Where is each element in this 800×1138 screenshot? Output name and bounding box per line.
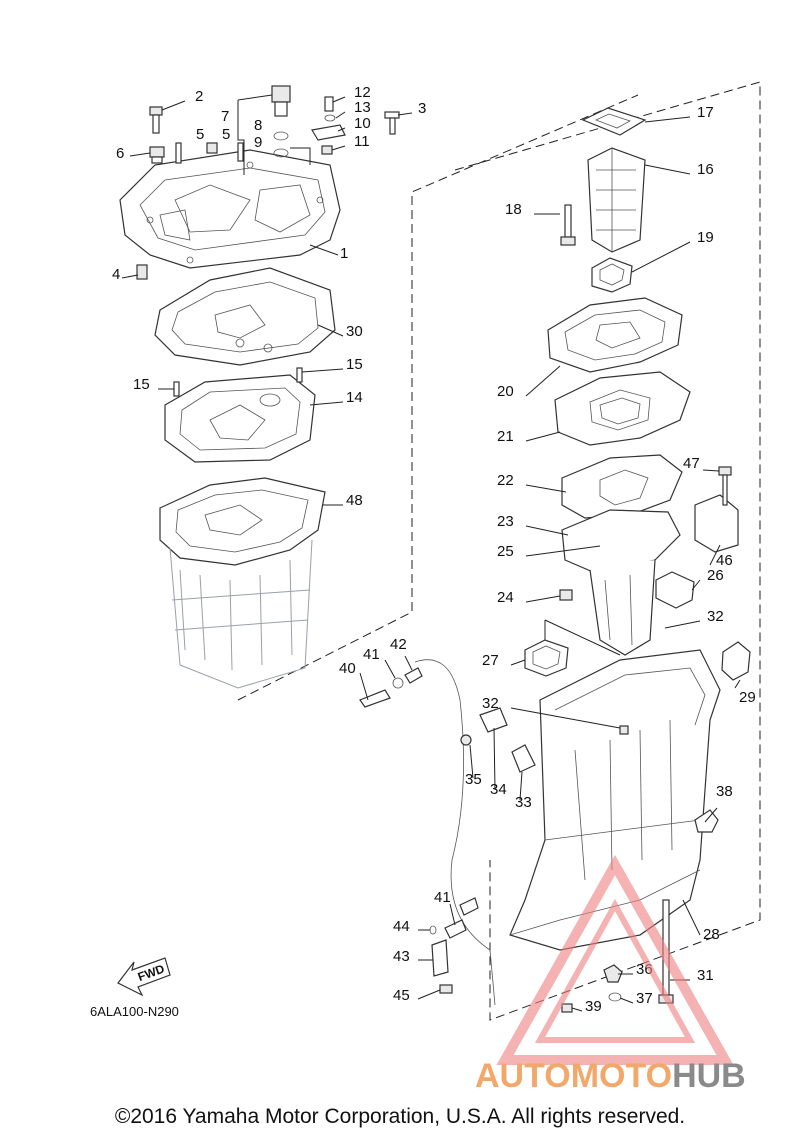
- callout-8: 8: [254, 117, 262, 134]
- callout-33: 33: [515, 794, 532, 811]
- part-30-gasket: [154, 267, 336, 366]
- callout-20: 20: [497, 383, 514, 400]
- callout-15: 15: [346, 356, 363, 373]
- callout-12: 12: [354, 84, 371, 101]
- callout-22: 22: [497, 472, 514, 489]
- part-21-gasket: [554, 371, 691, 446]
- part-48-gasket: [159, 477, 326, 566]
- callout-35: 35: [465, 771, 482, 788]
- callout-27: 27: [482, 652, 499, 669]
- part-29-grommet: [721, 641, 751, 681]
- callout-41: 41: [434, 889, 451, 906]
- callout-34: 34: [490, 781, 507, 798]
- callout-48: 48: [346, 492, 363, 509]
- part-26-damper: [655, 571, 695, 609]
- callout-43: 43: [393, 948, 410, 965]
- callout-46: 46: [716, 552, 733, 569]
- callout-14: 14: [346, 389, 363, 406]
- callout-16: 16: [697, 161, 714, 178]
- callout-11: 11: [354, 133, 370, 150]
- fwd-arrow-icon: FWD: [117, 957, 171, 997]
- part-27-seal: [524, 639, 569, 677]
- small-parts-top-left: [136, 85, 400, 280]
- callout-37: 37: [636, 990, 653, 1007]
- part-20-gasket: [547, 297, 683, 373]
- callout-5: 5: [222, 126, 230, 143]
- callout-29: 29: [739, 689, 756, 706]
- automotohub-watermark: [496, 854, 734, 1065]
- part-16-intake: [587, 147, 646, 253]
- callout-32: 32: [482, 695, 499, 712]
- callout-40: 40: [339, 660, 356, 677]
- part-14-plate: [164, 367, 316, 463]
- callout-26: 26: [707, 567, 724, 584]
- part-1-cover: [119, 149, 341, 269]
- copyright-notice: ©2016 Yamaha Motor Corporation, U.S.A. A…: [115, 1105, 685, 1128]
- hose-assembly: [359, 659, 536, 1006]
- callout-10: 10: [354, 115, 371, 132]
- part-23-exhaust-guide: [559, 509, 681, 656]
- callout-9: 9: [254, 134, 262, 151]
- part-18-bolt: [560, 204, 576, 246]
- power-head-outline: [169, 539, 313, 689]
- callout-17: 17: [697, 104, 714, 121]
- callout-6: 6: [116, 145, 124, 162]
- callout-41: 41: [363, 646, 380, 663]
- callout-30: 30: [346, 323, 363, 340]
- callout-28: 28: [703, 926, 720, 943]
- callout-23: 23: [497, 513, 514, 530]
- part-19-seal: [591, 257, 633, 293]
- callout-42: 42: [390, 636, 407, 653]
- callout-18: 18: [505, 201, 522, 218]
- callout-7: 7: [221, 108, 229, 125]
- part-22-gasket: [561, 454, 683, 519]
- assembly-boundary: [237, 81, 761, 1021]
- callout-2: 2: [195, 88, 203, 105]
- callout-1: 1: [340, 245, 348, 262]
- part-17-gasket: [581, 107, 647, 136]
- part-46-plate: [694, 494, 739, 553]
- callout-25: 25: [497, 543, 514, 560]
- part-28-upper-casing: [509, 649, 721, 951]
- callout-47: 47: [683, 455, 700, 472]
- callout-32: 32: [707, 608, 724, 625]
- callout-4: 4: [112, 266, 120, 283]
- callout-15: 15: [133, 376, 150, 393]
- callout-5: 5: [196, 126, 204, 143]
- callout-39: 39: [585, 998, 602, 1015]
- callout-24: 24: [497, 589, 514, 606]
- callout-38: 38: [716, 783, 733, 800]
- callout-3: 3: [418, 100, 426, 117]
- watermark-text: AUTOMOTOHUB: [475, 1057, 746, 1095]
- callout-19: 19: [697, 229, 714, 246]
- callout-21: 21: [497, 428, 514, 445]
- leader-lines: [121, 94, 741, 1012]
- callout-13: 13: [354, 99, 371, 116]
- callout-44: 44: [393, 918, 410, 935]
- callout-45: 45: [393, 987, 410, 1004]
- diagram-code: 6ALA100-N290: [90, 1004, 179, 1019]
- callout-31: 31: [697, 967, 714, 984]
